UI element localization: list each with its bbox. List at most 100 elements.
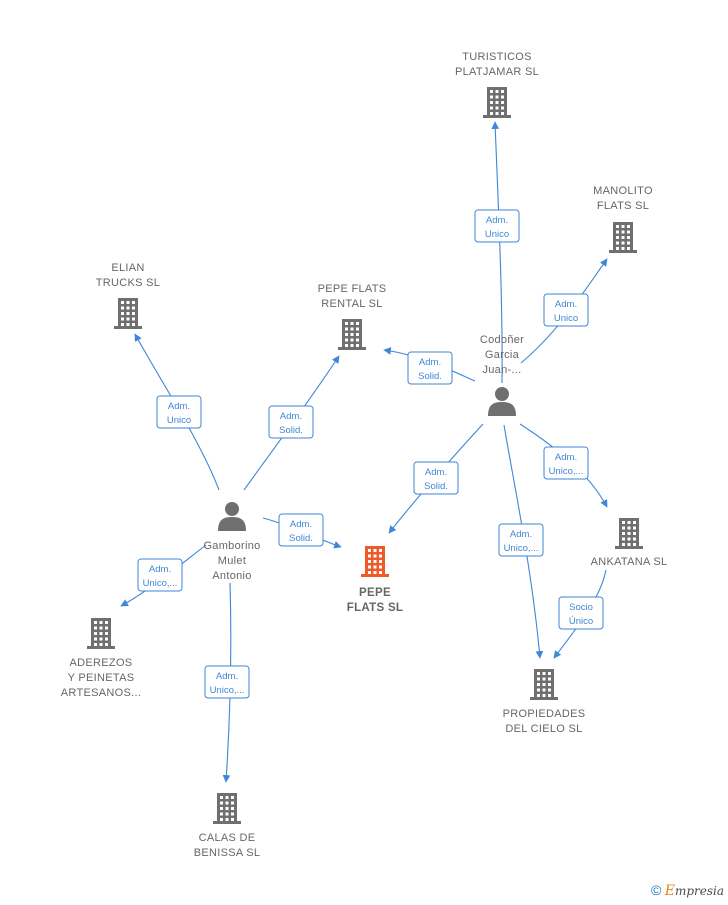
edge-role-box[interactable] <box>413 461 459 495</box>
edge-role-label: Adm. <box>168 401 190 412</box>
company-node[interactable]: PROPIEDADES DEL CIELO SL <box>503 669 586 735</box>
relationship-edge: Adm. Solid. <box>262 513 342 549</box>
edge-role-label: Unico <box>554 313 578 324</box>
relationship-edge: Adm. Solid. <box>243 355 340 491</box>
edge-role-label: Adm. <box>555 299 577 310</box>
edge-role-label: Unico,... <box>143 578 178 589</box>
edge-role-label: Unico,... <box>549 466 584 477</box>
relationship-edge: Adm. Solid. <box>388 423 484 534</box>
edge-role-box[interactable] <box>278 513 324 547</box>
building-icon <box>87 618 115 649</box>
building-icon <box>483 87 511 118</box>
node-label: TRUCKS SL <box>96 277 160 289</box>
company-node[interactable]: CALAS DE BENISSA SL <box>194 793 261 859</box>
company-node[interactable]: ELIAN TRUCKS SL <box>96 262 160 329</box>
edge-role-label: Único <box>569 616 593 627</box>
brand-name: mpresia <box>674 884 724 898</box>
relationship-edge: Adm. Unico <box>474 121 520 384</box>
edges-layer: Adm.UnicoAdm.UnicoAdm.Solid.Adm.Solid.Ad… <box>120 121 608 783</box>
building-icon <box>615 518 643 549</box>
edge-role-label: Adm. <box>510 529 532 540</box>
node-label: ANKATANA SL <box>591 556 668 568</box>
building-icon <box>114 298 142 329</box>
node-label: BENISSA SL <box>194 847 261 859</box>
edge-role-box[interactable] <box>268 405 314 439</box>
node-label: ADEREZOS <box>70 657 133 669</box>
relationship-edge: Adm. Unico,... <box>498 424 544 659</box>
edge-role-label: Unico,... <box>210 685 245 696</box>
node-label: Mulet <box>218 555 246 567</box>
edge-role-label: Adm. <box>149 564 171 575</box>
edge-role-label: Adm. <box>555 452 577 463</box>
building-icon <box>609 222 637 253</box>
copyright-icon: © <box>651 882 662 898</box>
person-node[interactable]: CodoñerGarciaJuan-... <box>480 334 524 416</box>
building-icon <box>530 669 558 700</box>
edge-role-box[interactable] <box>543 446 589 480</box>
node-label: Juan-... <box>482 364 521 376</box>
edge-role-label: Solid. <box>418 371 442 382</box>
node-label: FLATS SL <box>597 200 649 212</box>
company-node[interactable]: PEPE FLATS RENTAL SL <box>318 283 387 350</box>
building-icon <box>338 319 366 350</box>
edge-role-label: Unico,... <box>504 543 539 554</box>
edge-role-box[interactable] <box>498 523 544 557</box>
node-label: MANOLITO <box>593 185 653 197</box>
brand-watermark: © Empresia <box>651 882 724 899</box>
edge-role-box[interactable] <box>543 293 589 327</box>
edge-role-box[interactable] <box>204 665 250 699</box>
relationship-edge: Adm. Unico,... <box>120 544 207 607</box>
relationship-edge: Adm. Unico <box>134 333 220 491</box>
edge-role-label: Socio <box>569 602 593 613</box>
edge-role-label: Adm. <box>216 671 238 682</box>
brand-initial: E <box>664 883 675 899</box>
node-label: DEL CIELO SL <box>505 723 582 735</box>
node-label: RENTAL SL <box>321 298 382 310</box>
company-node[interactable]: ANKATANA SL <box>591 518 668 568</box>
node-label: PEPE <box>359 587 391 599</box>
node-label: PEPE FLATS <box>318 283 387 295</box>
relationship-edge: Adm. Unico,... <box>519 423 608 508</box>
relationship-edge: Adm. Unico,... <box>204 582 250 783</box>
nodes-layer: TURISTICOS PLATJAMAR SL MANOLITO FLATS SL EL… <box>61 51 668 859</box>
node-label: Gamborino <box>203 540 260 552</box>
edge-role-label: Unico <box>485 229 509 240</box>
company-node[interactable]: TURISTICOS PLATJAMAR SL <box>455 51 539 118</box>
building-icon <box>213 793 241 824</box>
edge-role-label: Adm. <box>290 519 312 530</box>
edge-role-box[interactable] <box>407 351 453 385</box>
node-label: ARTESANOS... <box>61 687 141 699</box>
node-label: FLATS SL <box>347 602 404 614</box>
node-label: PLATJAMAR SL <box>455 66 539 78</box>
node-label: ELIAN <box>111 262 144 274</box>
edge-arrow <box>491 121 503 384</box>
person-icon <box>488 387 516 416</box>
edge-role-label: Adm. <box>486 215 508 226</box>
company-node[interactable]: MANOLITO FLATS SL <box>593 185 653 253</box>
edge-role-box[interactable] <box>558 596 604 630</box>
relationship-edge: Adm. Unico <box>520 258 608 364</box>
node-label: PROPIEDADES <box>503 708 586 720</box>
edge-role-box[interactable] <box>137 558 183 592</box>
node-label: Codoñer <box>480 334 524 346</box>
node-label: Antonio <box>212 570 251 582</box>
node-label: CALAS DE <box>199 832 256 844</box>
edge-role-label: Solid. <box>289 533 313 544</box>
company-node[interactable]: PEPE FLATS SL <box>347 546 404 614</box>
edge-role-label: Adm. <box>419 357 441 368</box>
node-label: TURISTICOS <box>462 51 532 63</box>
edge-role-box[interactable] <box>156 395 202 429</box>
relationship-edge: Adm. Solid. <box>383 347 476 385</box>
edge-role-label: Unico <box>167 415 191 426</box>
building-icon <box>361 546 389 577</box>
edge-role-label: Solid. <box>279 425 303 436</box>
edge-role-label: Adm. <box>425 467 447 478</box>
node-label: Garcia <box>485 349 520 361</box>
edge-role-label: Solid. <box>424 481 448 492</box>
edge-role-box[interactable] <box>474 209 520 243</box>
edge-role-label: Adm. <box>280 411 302 422</box>
